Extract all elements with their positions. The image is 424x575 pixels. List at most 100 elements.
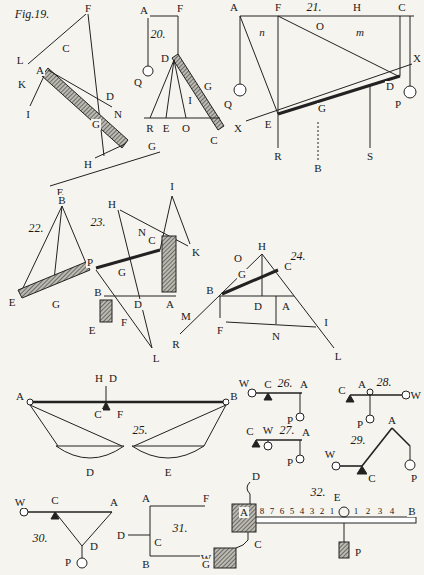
point-letter: D [251, 471, 261, 482]
figure-20-part [148, 18, 149, 66]
point-letter: A [15, 391, 25, 402]
figure-19-part [28, 14, 86, 64]
figure-25-part [204, 405, 226, 446]
point-letter: A [299, 379, 309, 390]
figure-19-part [30, 76, 44, 106]
figure-29-part [405, 460, 415, 470]
point-letter: O [181, 123, 191, 134]
point-letter: W [262, 425, 274, 436]
scale-number: 3 [377, 507, 384, 516]
figure-23-part [118, 210, 152, 348]
figure-31-part [150, 506, 151, 556]
point-letter: O [315, 21, 325, 32]
point-letter: D [89, 541, 99, 552]
point-letter: A [239, 507, 249, 518]
scale-number: 4 [389, 507, 396, 516]
figure-24-part [180, 254, 262, 334]
figure-number: 29. [350, 434, 367, 446]
point-letter: I [25, 109, 31, 120]
point-letter: K [17, 79, 27, 90]
point-letter: P [286, 457, 294, 468]
point-letter: D [160, 53, 170, 64]
figure-29-part [410, 446, 411, 460]
point-letter: B [93, 287, 102, 298]
figure-30-part [82, 546, 83, 558]
figure-number: 21. [306, 1, 323, 13]
figure-25-part [56, 446, 124, 458]
point-letter: N [271, 331, 281, 342]
point-letter: F [216, 325, 224, 336]
point-letter: H [107, 199, 117, 210]
point-letter: H [94, 373, 104, 384]
figure-25-part [27, 399, 33, 405]
figure-21-part [404, 86, 416, 98]
point-letter: F [202, 493, 210, 504]
point-letter: C [93, 409, 102, 420]
point-letter: C [367, 473, 376, 484]
figure-22 [18, 206, 90, 298]
point-letter: B [313, 163, 322, 174]
figure-29-part [340, 465, 362, 467]
figure-28-part [367, 389, 373, 395]
point-letter: A [229, 2, 239, 13]
point-letter: L [334, 351, 343, 362]
scale-number: 1 [353, 507, 360, 516]
figure-28-part [366, 415, 374, 423]
figure-30-part [20, 508, 28, 516]
point-letter: D [105, 91, 115, 102]
scale-number: 5 [289, 507, 296, 516]
figure-24-part [262, 254, 263, 296]
figure-number: 26. [277, 377, 294, 389]
point-letter: G [147, 141, 157, 152]
point-letter: A [301, 427, 311, 438]
point-letter: C [245, 426, 254, 437]
figure-28-part [346, 395, 354, 402]
point-letter: A [141, 493, 151, 504]
figure-32-part [247, 482, 250, 504]
point-letter: R [171, 339, 180, 350]
figure-27-part [264, 442, 272, 450]
figure-25-part [30, 405, 122, 446]
figure-20-part [172, 54, 224, 130]
figure-21-part [240, 16, 414, 17]
point-letter: C [337, 385, 346, 396]
figure-19 [28, 14, 160, 186]
point-letter: C [253, 539, 262, 550]
point-letter: P [86, 257, 94, 268]
figure-24-part [219, 296, 294, 297]
figure-20-part [150, 16, 178, 17]
figure-19-part [88, 14, 104, 156]
figure-number: Fig.19. [14, 8, 51, 20]
point-letter: n [258, 27, 266, 38]
point-letter: B [229, 391, 238, 402]
point-letter: S [366, 151, 374, 162]
point-letter: A [387, 415, 397, 426]
figure-19-part [42, 68, 128, 148]
figure-31-part [150, 506, 205, 507]
figure-32-part [236, 517, 416, 523]
figure-number: 28. [376, 376, 393, 388]
mechanics-plate-part [18, 14, 416, 568]
point-letter: W [324, 449, 336, 460]
figure-20 [143, 16, 224, 130]
point-letter: P [410, 473, 418, 484]
point-letter: X [412, 53, 422, 64]
point-letter: W [410, 390, 422, 401]
figure-21-part [278, 16, 398, 76]
point-letter: G [91, 119, 101, 130]
scale-number: 3 [309, 507, 316, 516]
figure-26-part [300, 393, 301, 413]
figure-22-part [62, 206, 88, 268]
figure-32 [214, 482, 416, 568]
figure-number: 27. [279, 424, 296, 436]
point-letter: B [57, 195, 66, 206]
scale-number: 6 [279, 507, 286, 516]
point-letter: D [85, 467, 95, 478]
point-letter: E [162, 123, 171, 134]
figure-26-part [296, 413, 304, 421]
figure-number: 31. [172, 522, 189, 534]
point-letter: A [357, 379, 367, 390]
point-letter: E [164, 467, 173, 478]
point-letter: P [64, 557, 72, 568]
